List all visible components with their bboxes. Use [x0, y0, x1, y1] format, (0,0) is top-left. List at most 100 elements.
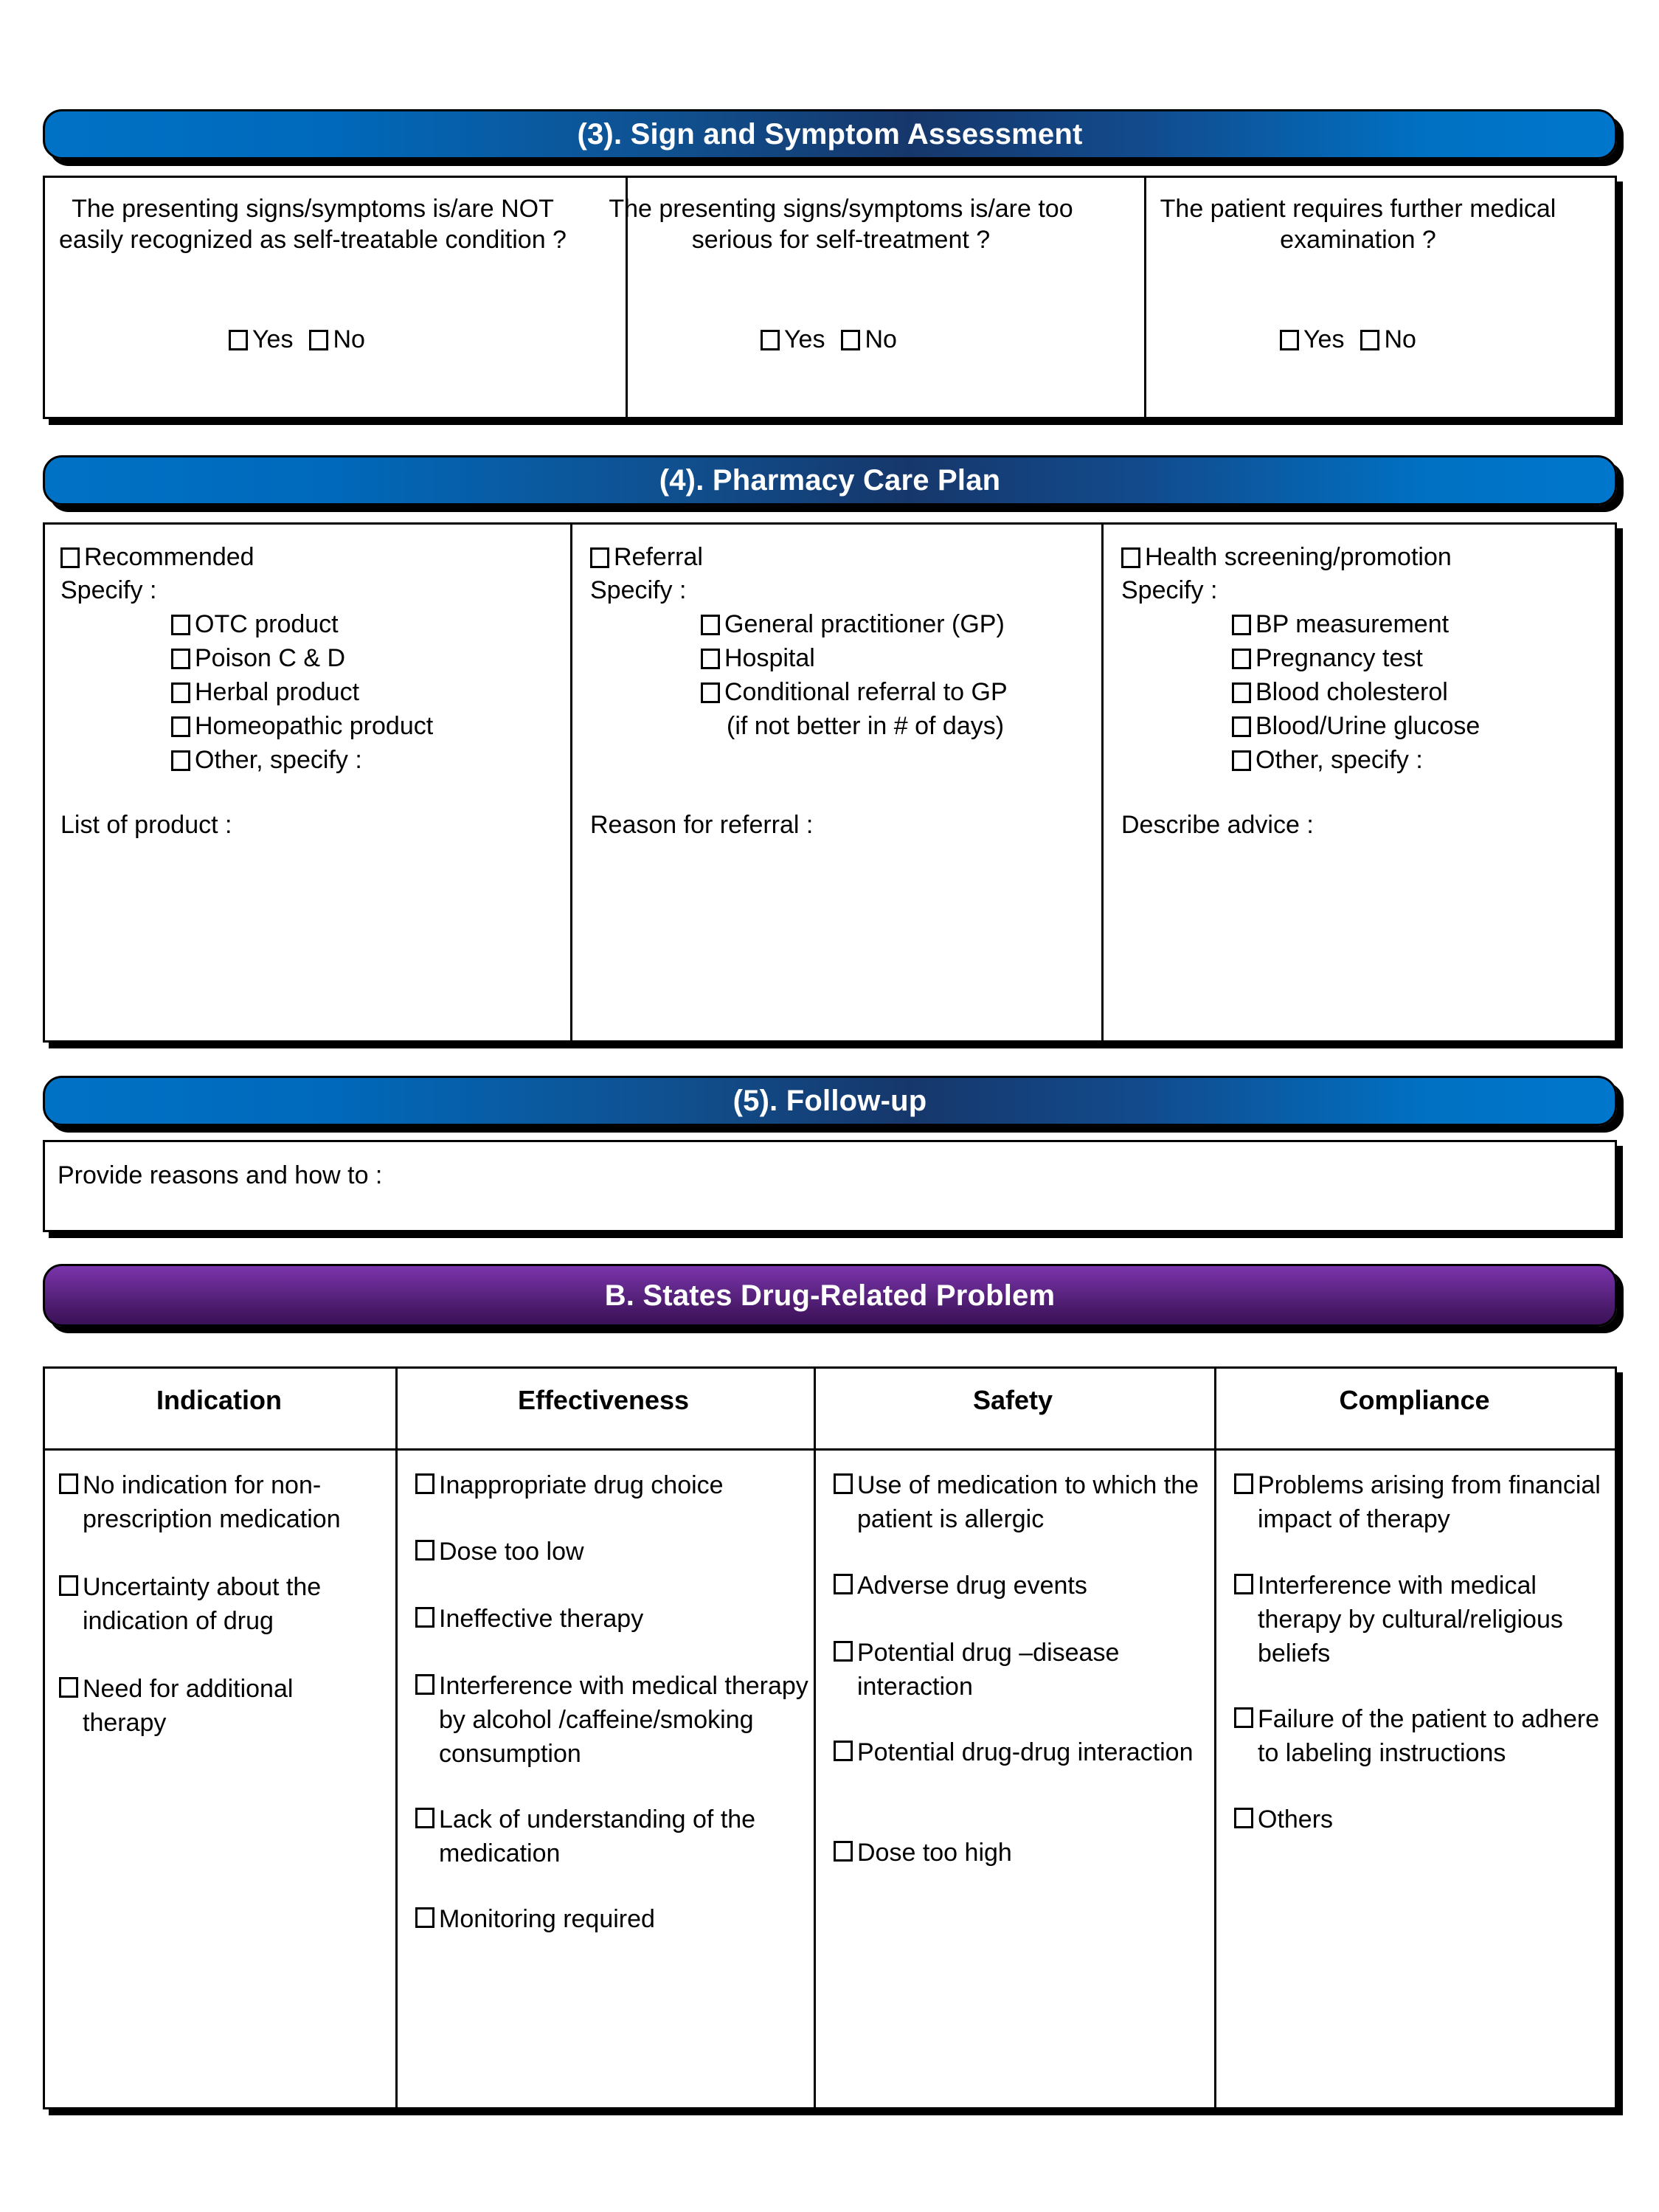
checkbox-uncertainty-indication[interactable] [59, 1575, 78, 1596]
checkbox-ineffective-therapy[interactable] [415, 1607, 434, 1628]
checkbox-recommended[interactable] [60, 547, 80, 568]
checkbox-drug-drug-interaction[interactable] [834, 1741, 853, 1761]
drp-column-header-effectiveness: Effectiveness [517, 1385, 690, 1415]
checkbox-yes-2[interactable] [761, 330, 780, 350]
follow-up-prompt: Provide reasons and how to : [58, 1161, 383, 1189]
checkbox-no-1[interactable] [309, 330, 329, 350]
checkbox-label-yes-2: Yes [784, 325, 825, 353]
column-divider [1144, 178, 1146, 417]
drp-column-header-safety: Safety [972, 1385, 1053, 1415]
pcp-option-2-0: General practitioner (GP) [701, 609, 1005, 639]
checkbox-poison-c-d[interactable] [171, 649, 190, 669]
checkbox-label-no-3: No [1384, 325, 1416, 353]
drp-item-label-safety-4: Dose too high [857, 1839, 1012, 1867]
section-title-drug-related-problem: B. States Drug-Related Problem [604, 1279, 1056, 1312]
section-banner-pharmacy-care-plan: (4). Pharmacy Care Plan [43, 455, 1617, 505]
checkbox-dose-too-high[interactable] [834, 1841, 853, 1862]
checkbox-otc-product[interactable] [171, 615, 190, 635]
checkbox-medication-allergic[interactable] [834, 1473, 853, 1494]
section-banner-drug-related-problem: B. States Drug-Related Problem [43, 1264, 1617, 1327]
drp-item-label-effectiveness-1: Dose too low [439, 1538, 584, 1566]
checkbox-label-yes-3: Yes [1303, 325, 1345, 353]
pcp-option-3-0: BP measurement [1232, 609, 1449, 639]
drp-item-label-compliance-3: Others [1258, 1805, 1334, 1833]
pcp-main-option-3: Health screening/promotion [1121, 542, 1452, 572]
column-divider [1214, 1369, 1216, 2107]
pcp-option-label-1-3: Homeopathic product [195, 712, 434, 740]
checkbox-no-3[interactable] [1360, 330, 1380, 350]
pcp-option-1-4: Other, specify : [171, 745, 362, 775]
drp-item-label-effectiveness-3: Interference with medical therapy by alc… [439, 1672, 808, 1768]
drp-item-label-indication-0: No indication for non-prescription medic… [83, 1471, 341, 1533]
drp-item-effectiveness-0: Inappropriate drug choice [415, 1468, 814, 1502]
checkbox-need-additional-therapy[interactable] [59, 1677, 78, 1698]
checkbox-health-screening[interactable] [1121, 547, 1140, 568]
checkbox-monitoring-required[interactable] [415, 1907, 434, 1928]
sign-symptom-question-1: The presenting signs/symptoms is/are NOT… [59, 195, 567, 254]
drp-item-label-safety-0: Use of medication to which the patient i… [857, 1471, 1199, 1533]
checkbox-herbal-product[interactable] [171, 682, 190, 703]
pcp-main-option-2: Referral [590, 542, 703, 572]
pcp-option-label-1-4: Other, specify : [195, 746, 362, 774]
checkbox-pregnancy-test[interactable] [1232, 649, 1251, 669]
pcp-main-option-label-1: Recommended [84, 543, 254, 571]
drp-column-header-indication: Indication [156, 1385, 282, 1415]
checkbox-other-specify-screening[interactable] [1232, 750, 1251, 771]
checkbox-interference-cultural-religious[interactable] [1234, 1574, 1253, 1594]
checkbox-no-2[interactable] [841, 330, 861, 350]
checkbox-label-yes-1: Yes [252, 325, 294, 353]
checkbox-yes-3[interactable] [1280, 330, 1299, 350]
checkbox-homeopathic-product[interactable] [171, 716, 190, 737]
drp-table [43, 1366, 1617, 2109]
checkbox-blood-urine-glucose[interactable] [1232, 716, 1251, 737]
checkbox-interference-alcohol-caffeine-smoking[interactable] [415, 1674, 434, 1695]
checkbox-yes-1[interactable] [229, 330, 248, 350]
drp-item-label-effectiveness-4: Lack of understanding of the medication [439, 1805, 756, 1867]
pcp-option-label-3-0: BP measurement [1255, 610, 1450, 638]
checkbox-inappropriate-drug-choice[interactable] [415, 1473, 434, 1494]
pharmacy-care-plan-body [43, 522, 1617, 1043]
checkbox-dose-too-low[interactable] [415, 1540, 434, 1561]
checkbox-bp-measurement[interactable] [1232, 615, 1251, 635]
pcp-option-1-3: Homeopathic product [171, 711, 433, 741]
pcp-option-label-1-2: Herbal product [195, 678, 360, 706]
pcp-option-3-4: Other, specify : [1232, 745, 1423, 775]
drp-item-effectiveness-4: Lack of understanding of the medication [415, 1803, 814, 1870]
sign-symptom-question-2: The presenting signs/symptoms is/are too… [609, 195, 1073, 254]
pcp-free-text-label-3: Describe advice : [1121, 811, 1314, 839]
drp-item-indication-1: Uncertainty about the indication of drug [59, 1570, 354, 1638]
drp-header-separator [45, 1448, 1615, 1451]
checkbox-financial-impact[interactable] [1234, 1473, 1253, 1494]
checkbox-blood-cholesterol[interactable] [1232, 682, 1251, 703]
pcp-option-label-2-1: Hospital [724, 644, 815, 672]
pcp-specify-label-1: Specify : [60, 576, 157, 604]
checkbox-lack-of-understanding[interactable] [415, 1808, 434, 1828]
pcp-free-text-label-1: List of product : [60, 811, 232, 839]
checkbox-adverse-drug-events[interactable] [834, 1574, 853, 1594]
drp-item-label-effectiveness-5: Monitoring required [439, 1905, 655, 1933]
drp-item-compliance-1: Interference with medical therapy by cul… [1234, 1569, 1607, 1670]
pcp-option-label-1-0: OTC product [195, 610, 339, 638]
pcp-free-text-label-2: Reason for referral : [590, 811, 814, 839]
checkbox-general-practitioner[interactable] [701, 615, 720, 635]
checkbox-failure-adhere-labeling[interactable] [1234, 1707, 1253, 1728]
drp-item-label-indication-1: Uncertainty about the indication of drug [83, 1573, 322, 1635]
pcp-option-1-0: OTC product [171, 609, 339, 639]
drp-item-compliance-3: Others [1234, 1803, 1607, 1836]
checkbox-referral[interactable] [590, 547, 609, 568]
drp-item-effectiveness-5: Monitoring required [415, 1902, 814, 1936]
checkbox-drug-disease-interaction[interactable] [834, 1641, 853, 1662]
drp-item-label-effectiveness-0: Inappropriate drug choice [439, 1471, 724, 1499]
checkbox-no-indication-nonprescription[interactable] [59, 1473, 78, 1494]
drp-item-label-safety-2: Potential drug –disease interaction [857, 1639, 1120, 1701]
pcp-option-3-2: Blood cholesterol [1232, 677, 1448, 707]
drp-item-indication-0: No indication for non-prescription medic… [59, 1468, 354, 1536]
checkbox-conditional-referral[interactable] [701, 682, 720, 703]
checkbox-others-compliance[interactable] [1234, 1808, 1253, 1828]
follow-up-body[interactable] [43, 1140, 1617, 1232]
checkbox-hospital[interactable] [701, 649, 720, 669]
drp-item-safety-2: Potential drug –disease interaction [834, 1636, 1202, 1704]
checkbox-other-specify-recommended[interactable] [171, 750, 190, 771]
sign-symptom-question-3: The patient requires further medical exa… [1160, 195, 1556, 254]
